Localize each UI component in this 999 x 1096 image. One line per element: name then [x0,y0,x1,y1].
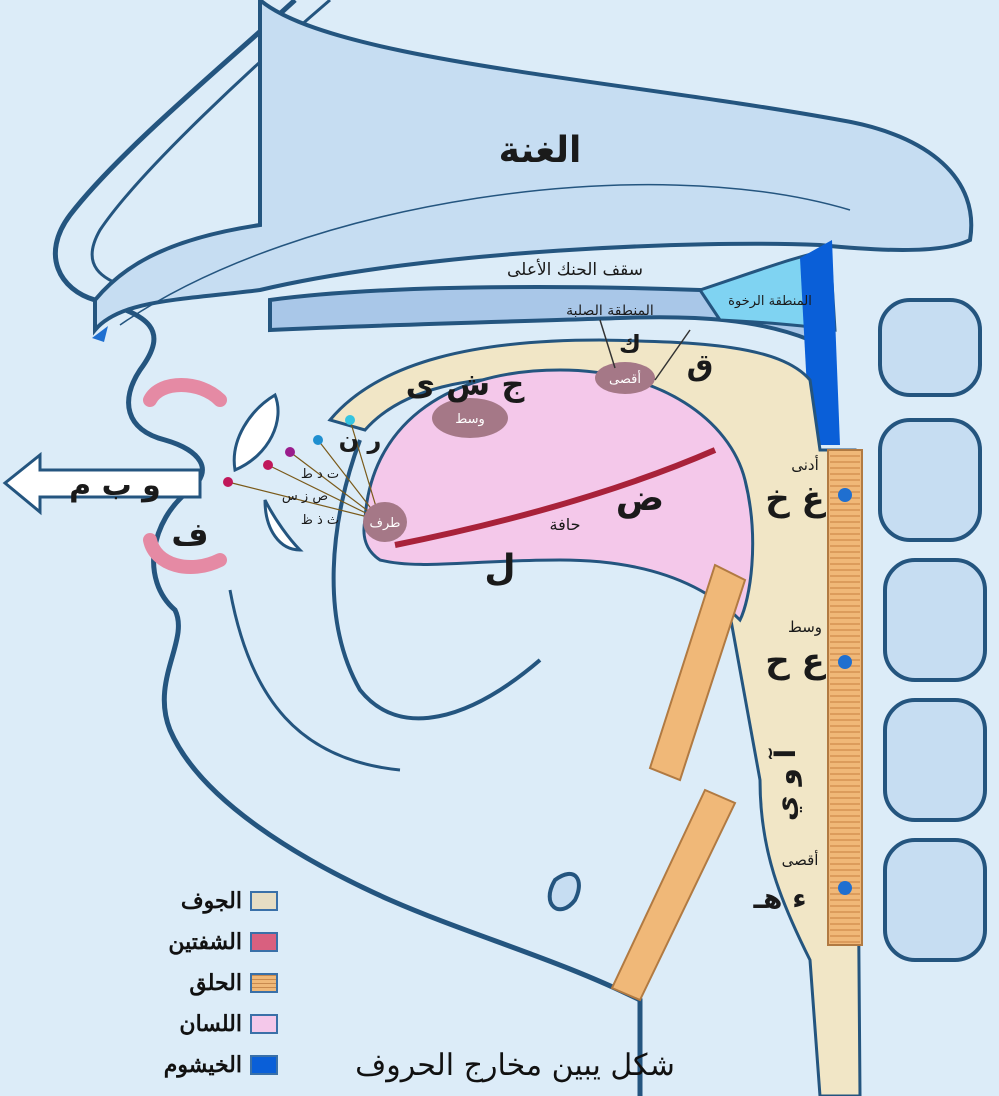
point-incisors [263,460,273,470]
throat-mid-letters: ع ح [765,641,826,681]
tip-label: طرف [370,516,401,531]
legend-label-lips: الشفتين [168,929,242,955]
legend-swatch-throat [250,973,278,993]
letters-r-n: ر ن [339,426,382,454]
letters-th-dh-z: ث ذ ظ [301,513,339,528]
legend-label-jawf: الجوف [181,888,242,914]
legend-label-throat: الحلق [189,970,242,996]
figure-caption: شكل يبين مخارج الحروف [350,1048,680,1083]
legend-swatch-jawf [250,891,278,911]
legend-swatch-lips [250,932,278,952]
legend-item-jawf: الجوف [128,880,278,921]
palate-roof-label: سقف الحنك الأعلى [507,259,643,280]
point-lips [223,477,233,487]
letter-lam: ل [484,548,515,589]
legend-item-tongue: اللسان [128,1003,278,1044]
point-palate-front [345,415,355,425]
letters-t-d-t: ت د ط [301,467,339,482]
legend-swatch-tongue [250,1014,278,1034]
throat-near-letters: غ خ [765,479,826,519]
lip-letters: و ب م [69,468,161,503]
letter-f: ف [171,515,208,553]
throat-far-point [838,881,852,895]
throat-far-letters: ء هـ [752,882,806,915]
nasal-label: الغنة [499,130,582,171]
edge-label: حافة [550,515,581,534]
letter-k: ك [619,330,641,358]
letter-q: ق [687,348,714,383]
throat-band [828,450,862,945]
letters-s-z-s: ص ز س [282,489,328,504]
throat-near-point [838,488,852,502]
middle-letters: ج ش ى [406,365,526,403]
legend: الجوف الشفتين الحلق اللسان الخيشوم [128,880,278,1085]
legend-label-tongue: اللسان [179,1011,242,1037]
legend-swatch-nasal [250,1055,278,1075]
middle-label: وسط [455,412,485,427]
legend-item-lips: الشفتين [128,921,278,962]
legend-item-nasal: الخيشوم [128,1044,278,1085]
farthest-label: أقصى [609,370,641,387]
legend-item-throat: الحلق [128,962,278,1003]
point-ridge [313,435,323,445]
throat-mid-label: وسط [788,618,822,636]
soft-region-label-1: المنطقة الرخوة [728,294,812,309]
point-alveolar [285,447,295,457]
throat-mid-point [838,655,852,669]
jawf-letters: آ و ي [768,748,802,822]
throat-far-label: أقصى [782,850,819,869]
hard-region-label: المنطقة الصلبة [566,303,654,319]
letter-dad: ض [616,478,664,519]
throat-near-label: أدنى [791,455,819,474]
legend-label-nasal: الخيشوم [164,1052,242,1078]
